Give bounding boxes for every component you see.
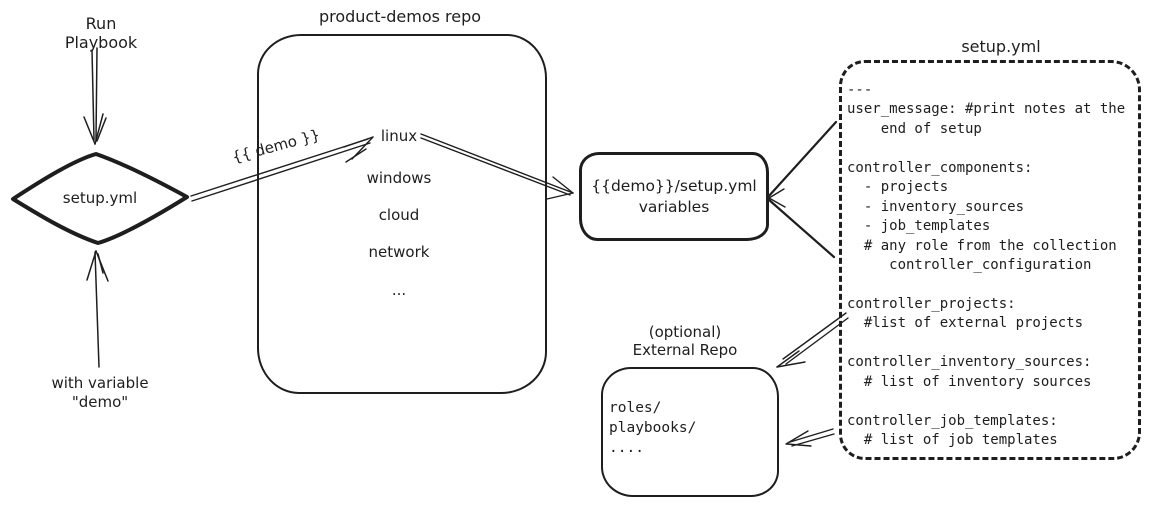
setup-yml-diamond [11, 152, 189, 245]
variables-box-label: {{demo}}/setup.yml variables [591, 176, 757, 216]
panel-to-external-repo-arrow-upper [776, 312, 849, 368]
external-repo-content: roles/ playbooks/ .... [609, 400, 697, 456]
demo-arrow [190, 136, 374, 202]
repo-item-cloud: cloud [378, 206, 420, 224]
run-playbook-label: Run Playbook [64, 14, 138, 52]
repo-item-windows: windows [366, 169, 432, 187]
external-repo-box [601, 367, 779, 497]
setup-yml-panel-content: --- user_message: #print notes at the en… [847, 82, 1126, 449]
repo-item-network: network [368, 243, 430, 261]
setup-yml-panel-box [839, 60, 1141, 460]
variables-box: {{demo}}/setup.yml variables [579, 152, 769, 241]
repo-item-ellipsis: ... [391, 281, 407, 299]
run-playbook-arrow [83, 47, 107, 145]
setup-yml-diamond-label: setup.yml [62, 189, 138, 207]
external-repo-label: (optional) External Repo [632, 323, 738, 359]
with-variable-label: with variable "demo" [51, 374, 149, 411]
variables-to-panel-connector [766, 120, 838, 259]
repo-item-linux: linux [380, 127, 418, 145]
with-variable-arrow [86, 250, 109, 368]
panel-to-external-repo-arrow-lower [785, 428, 835, 447]
product-demos-repo-title: product-demos repo [318, 7, 482, 26]
product-demos-repo-box [257, 34, 547, 394]
setup-panel-title: setup.yml [961, 37, 1041, 56]
